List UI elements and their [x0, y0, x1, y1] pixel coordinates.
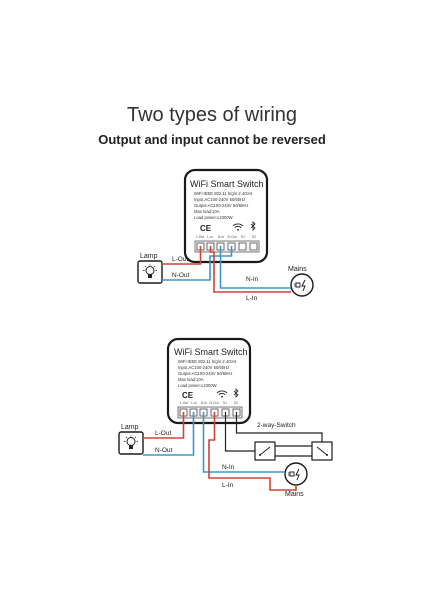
terminal-label: L-Out [196, 235, 205, 239]
wire-label-l-in: L-In [222, 482, 234, 489]
device-spec: Output:AC100-240V 50/60Hz [194, 203, 248, 208]
wire-n-out-path [162, 246, 233, 281]
wire-label-n-in: N-In [222, 464, 235, 471]
device-spec: Input:AC100-240V 50/60Hz [194, 197, 245, 202]
two-way-switch-label: 2-way-Switch [257, 422, 296, 429]
device-spec: Max load:10A [178, 377, 204, 382]
terminal-label: N-in [218, 235, 224, 239]
two-way-switch-icon [254, 441, 333, 461]
device-name: WiFi Smart Switch [190, 179, 264, 189]
ce-mark: CE [182, 391, 194, 400]
wire-l-out [143, 412, 185, 439]
device-spec: Output:AC100-240V 50/60Hz [178, 371, 232, 376]
bluetooth-icon [233, 388, 239, 398]
terminal-block [194, 240, 260, 253]
terminal-label: N-Out [209, 401, 218, 405]
device-box [183, 168, 269, 264]
wifi-icon [232, 223, 244, 231]
terminal-label: S2 [234, 401, 238, 405]
wire-l-in-path [208, 412, 297, 491]
wire-l-out [162, 246, 202, 265]
lamp-label: Lamp [121, 424, 139, 431]
device-name: WiFi Smart Switch [174, 347, 248, 357]
mains-label: Mains [288, 266, 307, 273]
mains-label: Mains [285, 491, 304, 498]
wire-label-l-in: L-In [246, 295, 258, 302]
terminal-label: S1 [223, 401, 227, 405]
wire-s2 [235, 412, 323, 442]
page-title: Two types of wiring [126, 104, 298, 126]
device-spec: Input:AC100-240V 50/60Hz [178, 365, 229, 370]
page-subtitle: Output and input cannot be reversed [98, 132, 326, 147]
socket-icon [284, 462, 308, 486]
terminal-label: L-in [207, 235, 213, 239]
wire-n-out [143, 412, 195, 456]
wire-label-l-out: L-Out [172, 256, 188, 263]
wire-label-n-out: N-Out [155, 447, 173, 454]
device-spec: WiFi:IEEE 802.11 b/g/n 2.4GHz [178, 359, 237, 364]
terminal-label: N-in [201, 401, 207, 405]
wire-s1 [224, 412, 255, 452]
device-box [166, 337, 252, 425]
terminal-label: S1 [241, 235, 245, 239]
wire-n-in [219, 246, 291, 289]
ce-mark: CE [200, 224, 212, 233]
lamp-icon [118, 431, 144, 455]
wire-label-n-out: N-Out [172, 272, 190, 279]
lamp-label: Lamp [140, 253, 158, 260]
wire-label-l-out: L-Out [155, 430, 171, 437]
terminal-label: L-Out [180, 401, 189, 405]
wire-n-in [202, 412, 285, 473]
terminal-label: N-Out [227, 235, 236, 239]
diagram-2: WiFi Smart Switch WiFi:IEEE 802.11 b/g/n… [118, 337, 333, 498]
bluetooth-icon [250, 221, 256, 231]
device-spec: Load power:≤2300W [194, 215, 233, 220]
lamp-icon [137, 260, 163, 284]
device-spec: WiFi:IEEE 802.11 b/g/n 2.4GHz [194, 191, 253, 196]
wifi-icon [216, 390, 228, 398]
wire-l-in [209, 246, 291, 293]
wire-label-n-in: N-In [246, 276, 259, 283]
terminal-label: S2 [252, 235, 256, 239]
terminal-block [177, 406, 243, 419]
socket-icon [290, 273, 314, 297]
device-spec: Load power:≤2300W [178, 383, 217, 388]
diagram-1: WiFi Smart Switch WiFi:IEEE 802.11 b/g/n… [137, 168, 314, 302]
terminal-label: L-in [191, 401, 197, 405]
device-spec: Max load:10A [194, 209, 220, 214]
